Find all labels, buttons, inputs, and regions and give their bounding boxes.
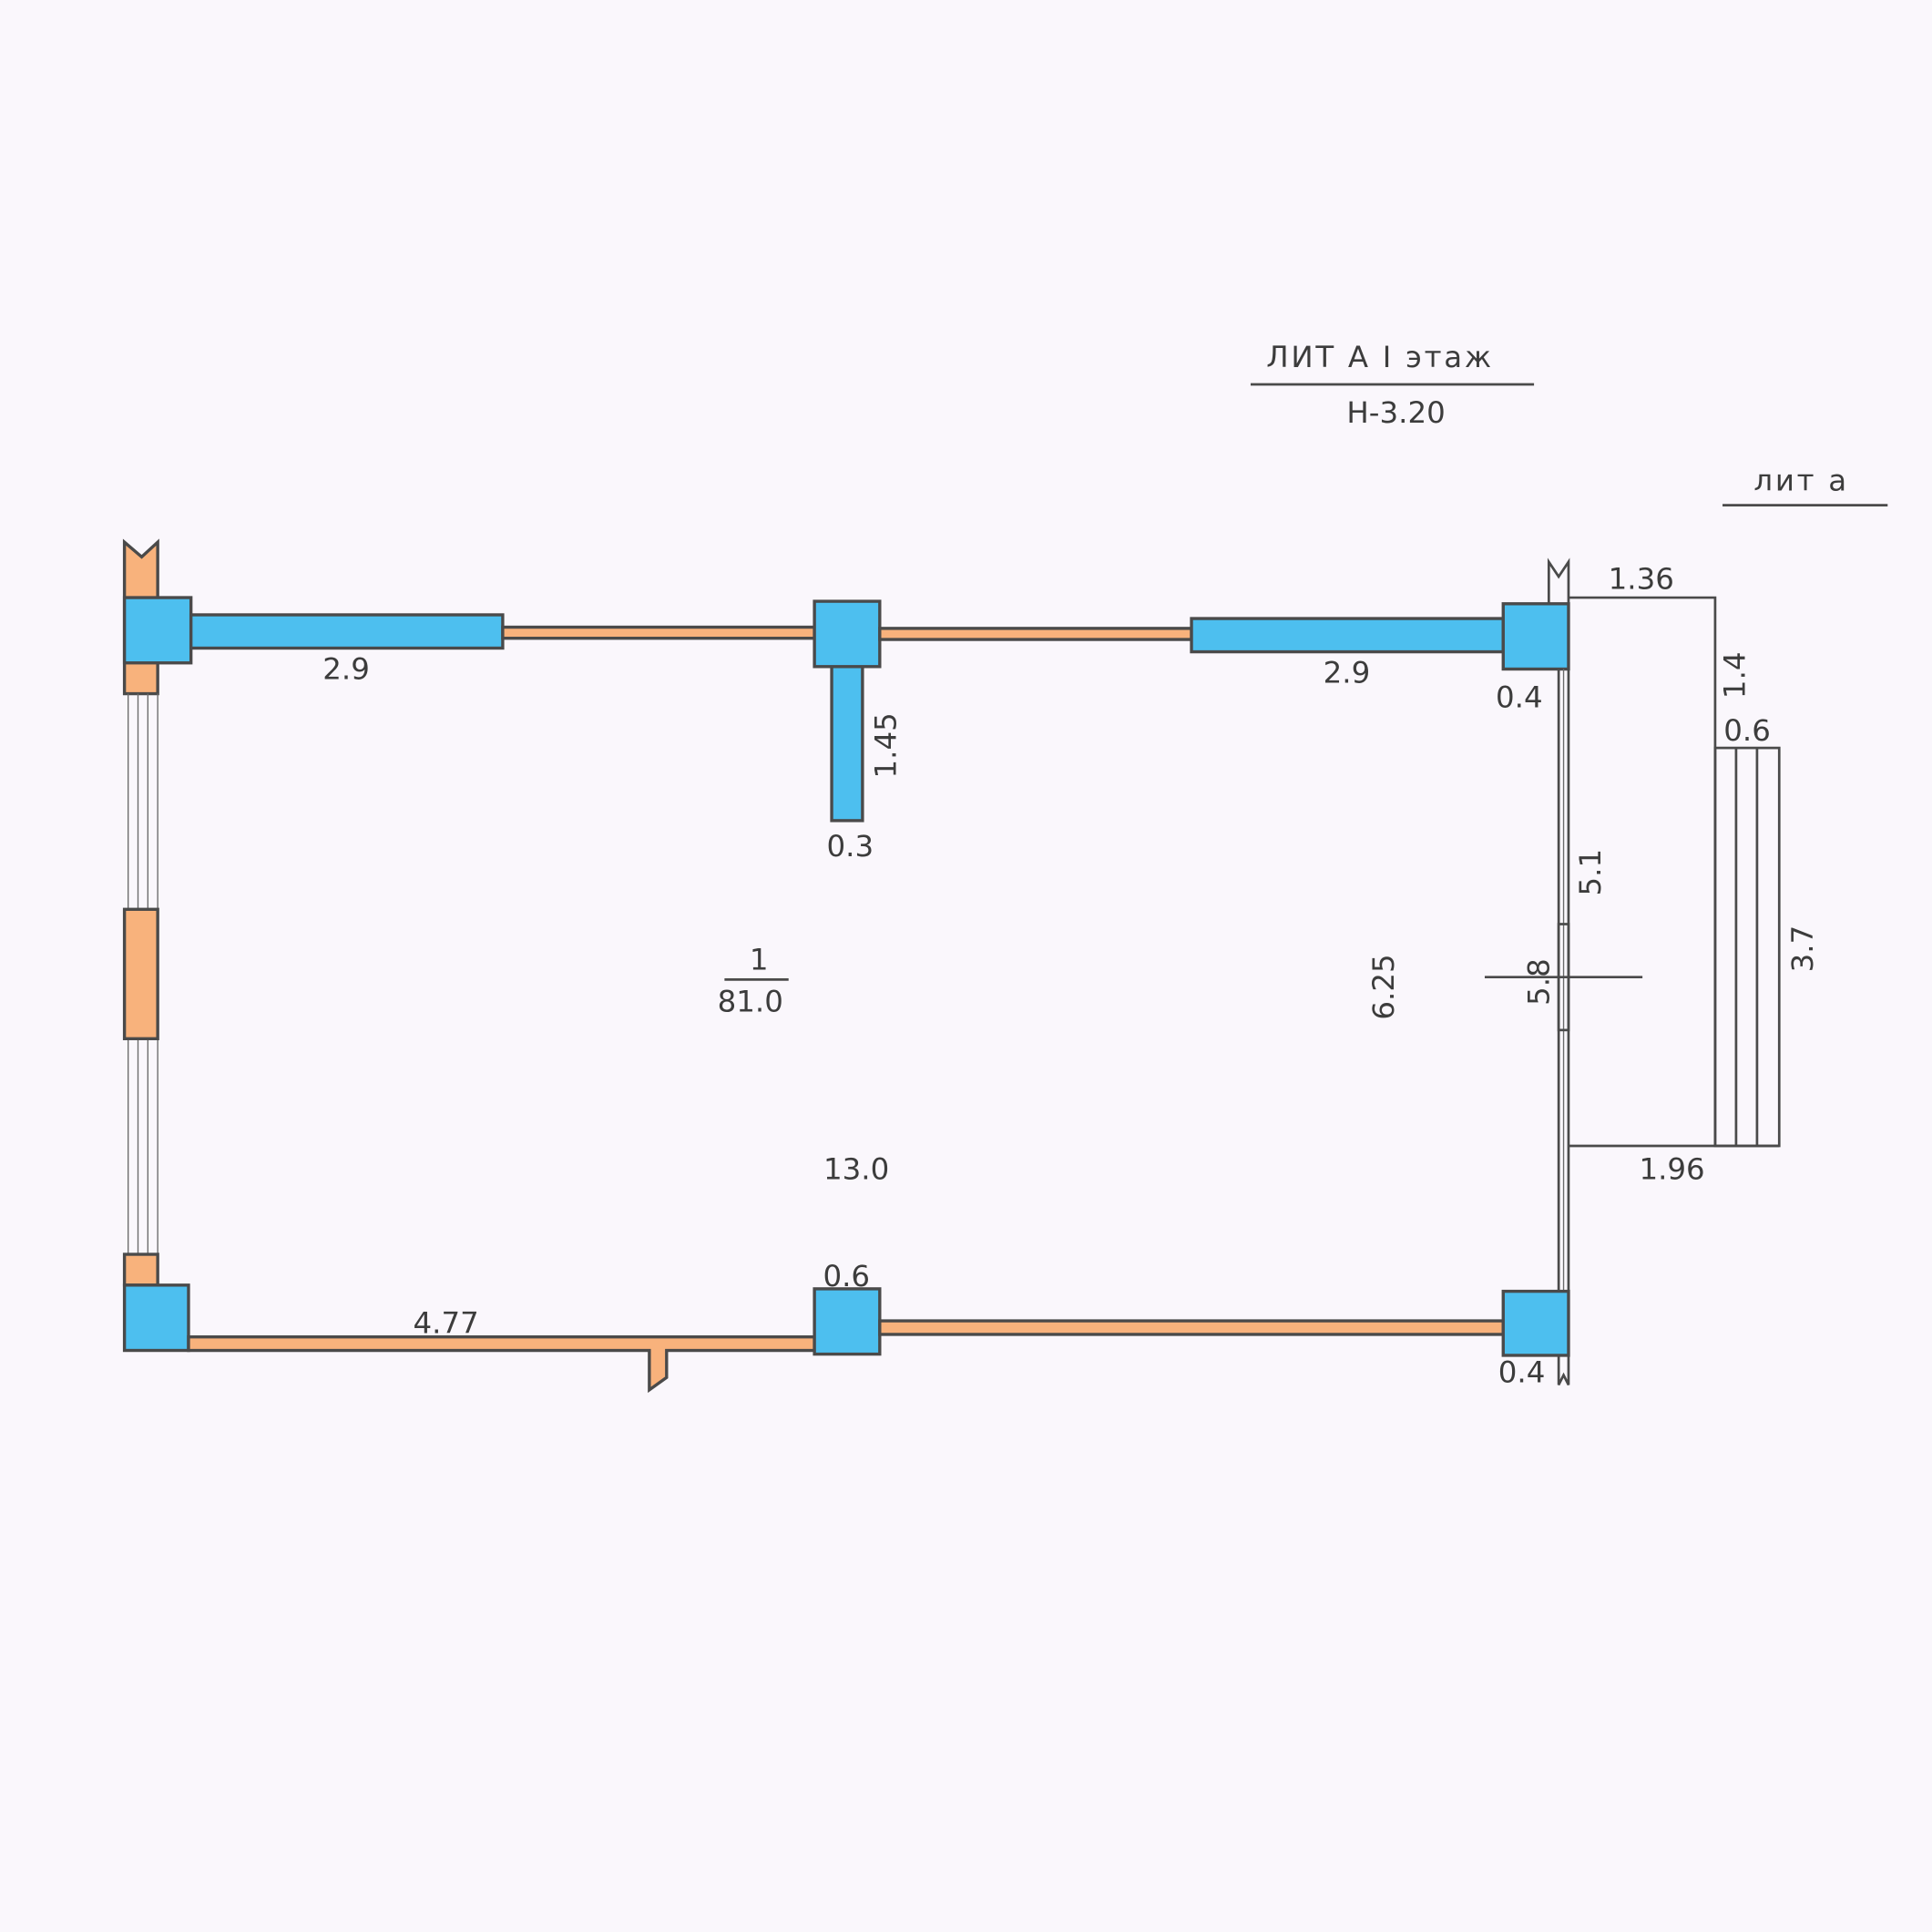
dim-right-wall-door: 5.8	[1521, 958, 1556, 1006]
top-partition-left	[501, 625, 816, 640]
column-top-middle	[813, 599, 882, 669]
column-bottom-left	[122, 1283, 190, 1353]
ceiling-height-label: Н-3.20	[1346, 395, 1445, 430]
dim-annex-bottom: 1.96	[1639, 1152, 1704, 1187]
dim-annex-steps-length: 3.7	[1785, 925, 1820, 973]
dim-annex-step: 0.6	[1723, 713, 1771, 748]
dim-top-right-pillar: 0.4	[1496, 680, 1543, 714]
annex-steps	[1713, 746, 1781, 1148]
dim-right-wall-inner: 5.1	[1573, 849, 1608, 896]
floor-title: ЛИТ А I этаж	[1266, 340, 1494, 374]
dim-overall-width: 6.25	[1366, 954, 1401, 1019]
column-bottom-right	[1501, 1289, 1570, 1357]
column-top-left	[122, 596, 193, 665]
top-right-window-wall	[1190, 617, 1505, 654]
column-top-right	[1501, 602, 1570, 671]
bottom-wall-right	[878, 1319, 1505, 1336]
dim-bottom-pillar: 0.6	[823, 1259, 870, 1293]
dim-pillar-length: 1.45	[868, 712, 903, 778]
interior-pillar	[830, 665, 864, 823]
annex-title: лит а	[1753, 463, 1848, 497]
room-number: 1	[750, 943, 769, 977]
top-left-window-wall	[189, 613, 505, 650]
dim-top-right-window: 2.9	[1324, 655, 1371, 690]
right-wall-bottom-break	[1557, 1354, 1570, 1386]
dim-bottom-right-pillar: 0.4	[1498, 1355, 1546, 1390]
top-partition-right	[878, 627, 1193, 641]
dim-annex-side: 1.4	[1717, 651, 1752, 699]
left-wall-bottom-partition	[122, 1252, 159, 1287]
dim-bottom-left-segment: 4.77	[414, 1306, 479, 1341]
dim-top-left-window: 2.9	[322, 651, 370, 686]
column-bottom-middle	[813, 1287, 882, 1356]
left-wall-pier	[122, 907, 159, 1040]
dim-annex-top: 1.36	[1609, 562, 1674, 597]
dim-overall-length: 13.0	[823, 1152, 889, 1187]
room-area: 81.0	[718, 985, 783, 1019]
right-wall-top-break	[1547, 557, 1570, 604]
dim-pillar-width: 0.3	[827, 829, 874, 864]
